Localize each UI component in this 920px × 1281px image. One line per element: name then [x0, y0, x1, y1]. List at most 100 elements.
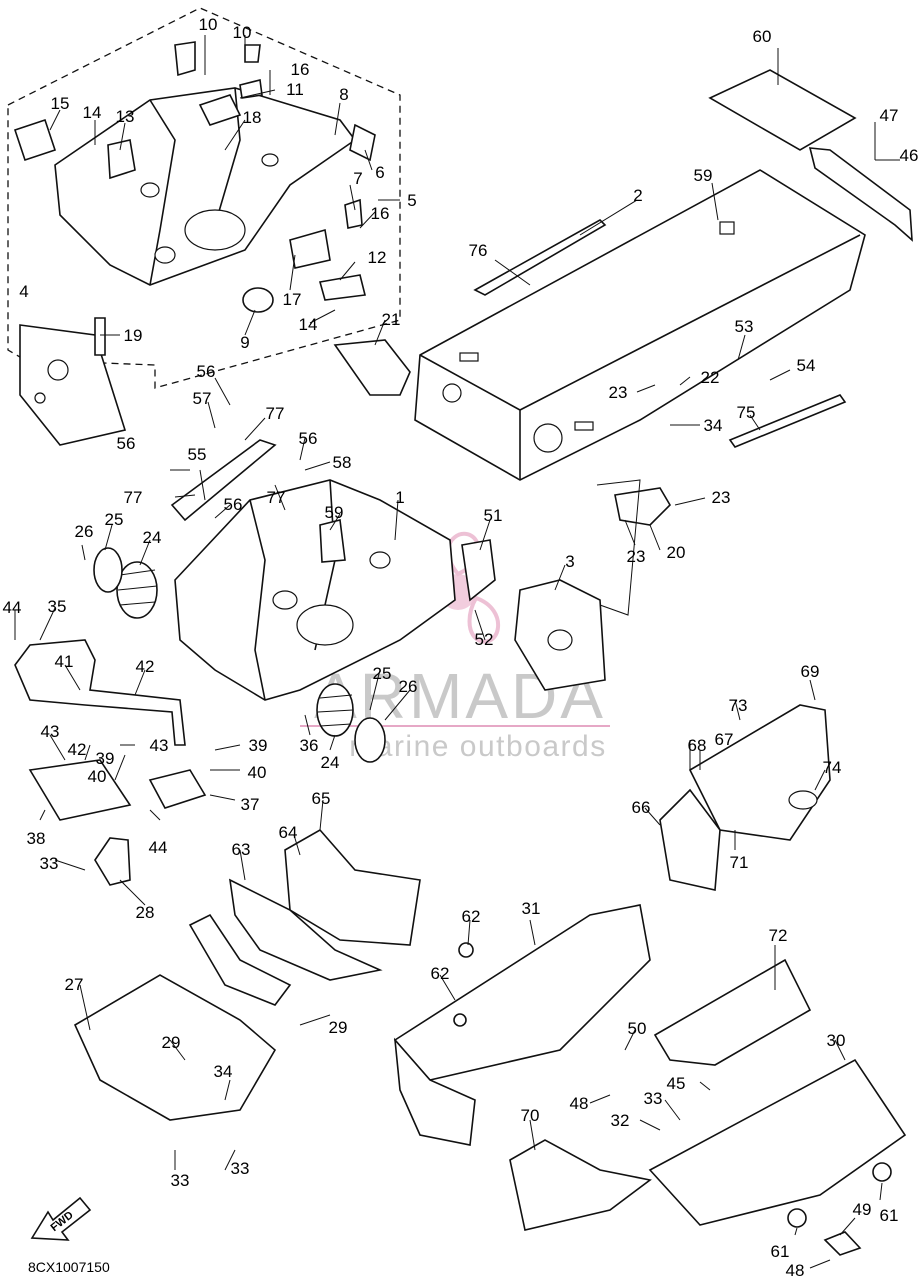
- callout-28: 28: [136, 903, 155, 922]
- callout-55: 55: [188, 445, 207, 464]
- part-51-bracket: [461, 539, 496, 602]
- callout-41: 41: [55, 652, 74, 671]
- callout-77: 77: [266, 404, 285, 423]
- callout-30: 30: [827, 1031, 846, 1050]
- callout-23: 23: [627, 547, 646, 566]
- callout-76: 76: [469, 241, 488, 260]
- callout-32: 32: [611, 1111, 630, 1130]
- callout-43: 43: [41, 722, 60, 741]
- callout-59: 59: [325, 503, 344, 522]
- callout-37: 37: [241, 795, 260, 814]
- callout-3: 3: [565, 552, 574, 571]
- callout-70: 70: [521, 1106, 540, 1125]
- callout-36: 36: [300, 736, 319, 755]
- callout-72: 72: [769, 926, 788, 945]
- part-35-bumper: [14, 639, 186, 746]
- callout-35: 35: [48, 597, 67, 616]
- callout-34: 34: [704, 416, 723, 435]
- callout-33: 33: [644, 1089, 663, 1108]
- callout-73: 73: [729, 696, 748, 715]
- callout-15: 15: [51, 94, 70, 113]
- subassembly-boundary: [7, 7, 401, 389]
- callout-63: 63: [232, 840, 251, 859]
- boot-24-left: [116, 561, 158, 619]
- leader-lines: [14, 35, 900, 1269]
- callout-62: 62: [431, 964, 450, 983]
- part-75-strip: [728, 394, 847, 448]
- callout-23: 23: [609, 383, 628, 402]
- part-1-main-frame: [174, 479, 456, 701]
- callout-26: 26: [75, 522, 94, 541]
- callout-57: 57: [193, 389, 212, 408]
- nut-62-lower: [453, 1013, 467, 1027]
- callout-49: 49: [853, 1200, 872, 1219]
- callout-22: 22: [701, 368, 720, 387]
- part-46-rail: [808, 147, 913, 242]
- callout-44: 44: [3, 598, 22, 617]
- callout-53: 53: [735, 317, 754, 336]
- callout-58: 58: [333, 453, 352, 472]
- part-60-pad: [708, 69, 857, 151]
- callout-10: 10: [199, 15, 218, 34]
- grommet-61-left: [787, 1208, 807, 1228]
- callout-71: 71: [730, 853, 749, 872]
- callout-17: 17: [283, 290, 302, 309]
- callout-65: 65: [312, 789, 331, 808]
- callout-34: 34: [214, 1062, 233, 1081]
- watermark-tagline: marine outboards: [349, 730, 606, 763]
- part-49-clip: [823, 1231, 862, 1256]
- part-70-bracket: [509, 1139, 652, 1231]
- callout-67: 67: [715, 730, 734, 749]
- callout-61: 61: [880, 1206, 899, 1225]
- part-66-cover: [659, 788, 721, 891]
- callout-19: 19: [124, 326, 143, 345]
- callout-16: 16: [371, 204, 390, 223]
- callout-74: 74: [823, 758, 842, 777]
- seal-25-right: [354, 717, 386, 763]
- callout-12: 12: [368, 248, 387, 267]
- diagram-code: 8CX1007150: [28, 1259, 110, 1275]
- callout-10: 10: [233, 23, 252, 42]
- callout-40: 40: [88, 767, 107, 786]
- callout-7: 7: [353, 169, 362, 188]
- callout-56: 56: [197, 362, 216, 381]
- callout-39: 39: [249, 736, 268, 755]
- callout-48: 48: [786, 1261, 805, 1280]
- callout-4: 4: [19, 282, 28, 301]
- callout-13: 13: [116, 107, 135, 126]
- callout-20: 20: [667, 543, 686, 562]
- callout-68: 68: [688, 736, 707, 755]
- callout-69: 69: [801, 662, 820, 681]
- callout-52: 52: [475, 630, 494, 649]
- callout-64: 64: [279, 823, 298, 842]
- callout-56: 56: [117, 434, 136, 453]
- callout-46: 46: [900, 146, 919, 165]
- grommet-61-right: [872, 1162, 892, 1182]
- part-4-bracket: [19, 317, 127, 446]
- callout-1: 1: [395, 488, 404, 507]
- part-74-grommet: [788, 790, 818, 810]
- callout-25: 25: [373, 664, 392, 683]
- callout-26: 26: [399, 677, 418, 696]
- part-31-side-panel: [393, 904, 651, 1081]
- callout-56: 56: [299, 429, 318, 448]
- callout-24: 24: [143, 528, 162, 547]
- part-3-hole: [547, 629, 573, 651]
- callout-75: 75: [737, 403, 756, 422]
- callout-56: 56: [224, 495, 243, 514]
- seal-25-left: [93, 547, 123, 593]
- callout-33: 33: [40, 854, 59, 873]
- callout-2: 2: [633, 186, 642, 205]
- callout-16: 16: [291, 60, 310, 79]
- part-2-tunnel: [414, 169, 866, 481]
- callout-45: 45: [667, 1074, 686, 1093]
- boot-24-right: [316, 683, 354, 737]
- callout-66: 66: [632, 798, 651, 817]
- callout-62: 62: [462, 907, 481, 926]
- callout-8: 8: [339, 85, 348, 104]
- part-37-bracket: [148, 769, 207, 809]
- callout-23: 23: [712, 488, 731, 507]
- callout-9: 9: [240, 333, 249, 352]
- callout-42: 42: [136, 657, 155, 676]
